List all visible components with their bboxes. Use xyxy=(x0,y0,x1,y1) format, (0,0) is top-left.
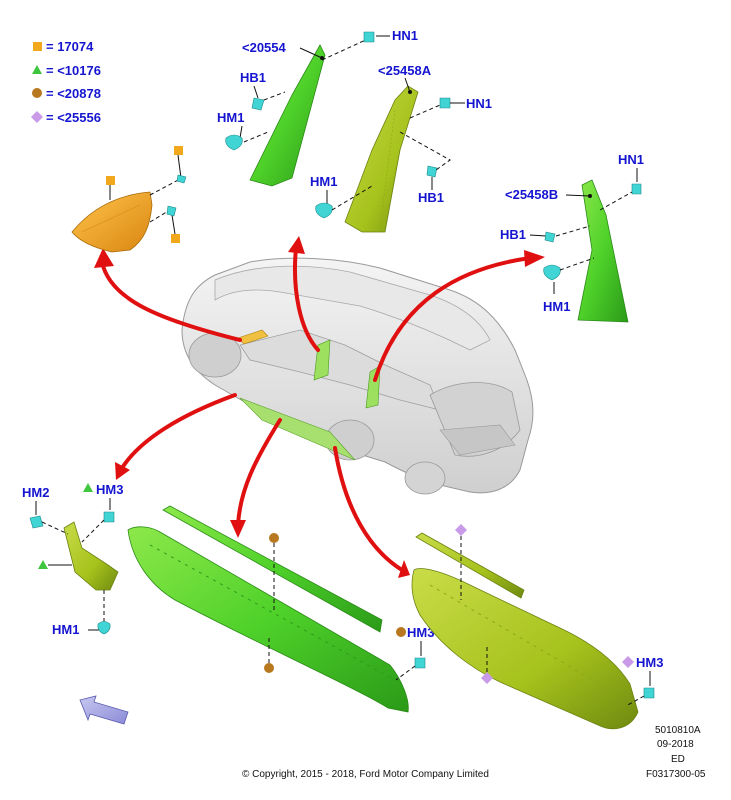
legend-label-1: = 17074 xyxy=(46,39,94,54)
part-pillar-25458b: <25458B HN1 HB1 HM1 xyxy=(500,152,644,323)
legend-label-2: = <10176 xyxy=(46,63,101,78)
callout-hb1-a: HB1 xyxy=(240,70,266,85)
figure-number: F0317300-05 xyxy=(646,769,706,780)
diagram-code: 5010810A xyxy=(655,725,701,736)
vehicle-body xyxy=(181,257,534,495)
callout-hn1-c: HN1 xyxy=(618,152,644,167)
part-rocker-olive: HM3 xyxy=(411,524,663,730)
callout-hm1-d: HM1 xyxy=(52,622,79,637)
square-marker-icon xyxy=(174,146,183,155)
legend-circle-icon xyxy=(32,88,42,98)
callout-hb1-c: HB1 xyxy=(500,227,526,242)
part-rocker-green: HM3 xyxy=(127,505,434,713)
callout-hm3-b: HM3 xyxy=(407,625,434,640)
diagram-date: 09-2018 xyxy=(657,739,694,750)
triangle-marker-icon xyxy=(83,483,93,492)
triangle-marker-icon xyxy=(38,560,48,569)
part-pillar-20554: <20554 HN1 HB1 HM1 xyxy=(217,28,418,187)
callout-20554: <20554 xyxy=(242,40,287,55)
callout-hm1-b: HM1 xyxy=(310,174,337,189)
callout-hm3-a: HM3 xyxy=(96,482,123,497)
callout-hm2: HM2 xyxy=(22,485,49,500)
legend-label-3: = <20878 xyxy=(46,86,101,101)
callout-hb1-b: HB1 xyxy=(418,190,444,205)
part-bracket: HM2 HM3 HM1 xyxy=(22,482,123,637)
indicator-arrows xyxy=(94,236,545,578)
legend-diamond-icon xyxy=(31,111,43,123)
callout-hm1-a: HM1 xyxy=(217,110,244,125)
diagram-edition: ED xyxy=(671,754,685,765)
callout-hn1-b: HN1 xyxy=(466,96,492,111)
legend-square-icon xyxy=(33,42,42,51)
circle-marker-icon xyxy=(264,663,274,673)
part-orange-moulding xyxy=(71,146,187,253)
legend-label-4: = <25556 xyxy=(46,110,101,125)
legend: = 17074 = <10176 = <20878 = <25556 xyxy=(31,39,101,125)
callout-hn1-a: HN1 xyxy=(392,28,418,43)
callout-25458b: <25458B xyxy=(505,187,558,202)
callout-hm3-c: HM3 xyxy=(636,655,663,670)
callout-hm1-c: HM1 xyxy=(543,299,570,314)
callout-25458a: <25458A xyxy=(378,63,432,78)
square-marker-icon xyxy=(106,176,115,185)
part-pillar-25458a: <25458A HN1 HB1 HM1 xyxy=(310,63,492,233)
square-marker-icon xyxy=(171,234,180,243)
diamond-marker-icon xyxy=(622,656,634,668)
legend-triangle-icon xyxy=(32,65,42,74)
circle-marker-icon xyxy=(396,627,406,637)
circle-marker-icon xyxy=(269,533,279,543)
diamond-marker-icon xyxy=(481,672,493,684)
vehicle-front-direction-icon xyxy=(79,695,129,725)
diamond-marker-icon xyxy=(455,524,467,536)
copyright-notice: © Copyright, 2015 - 2018, Ford Motor Com… xyxy=(242,769,489,780)
